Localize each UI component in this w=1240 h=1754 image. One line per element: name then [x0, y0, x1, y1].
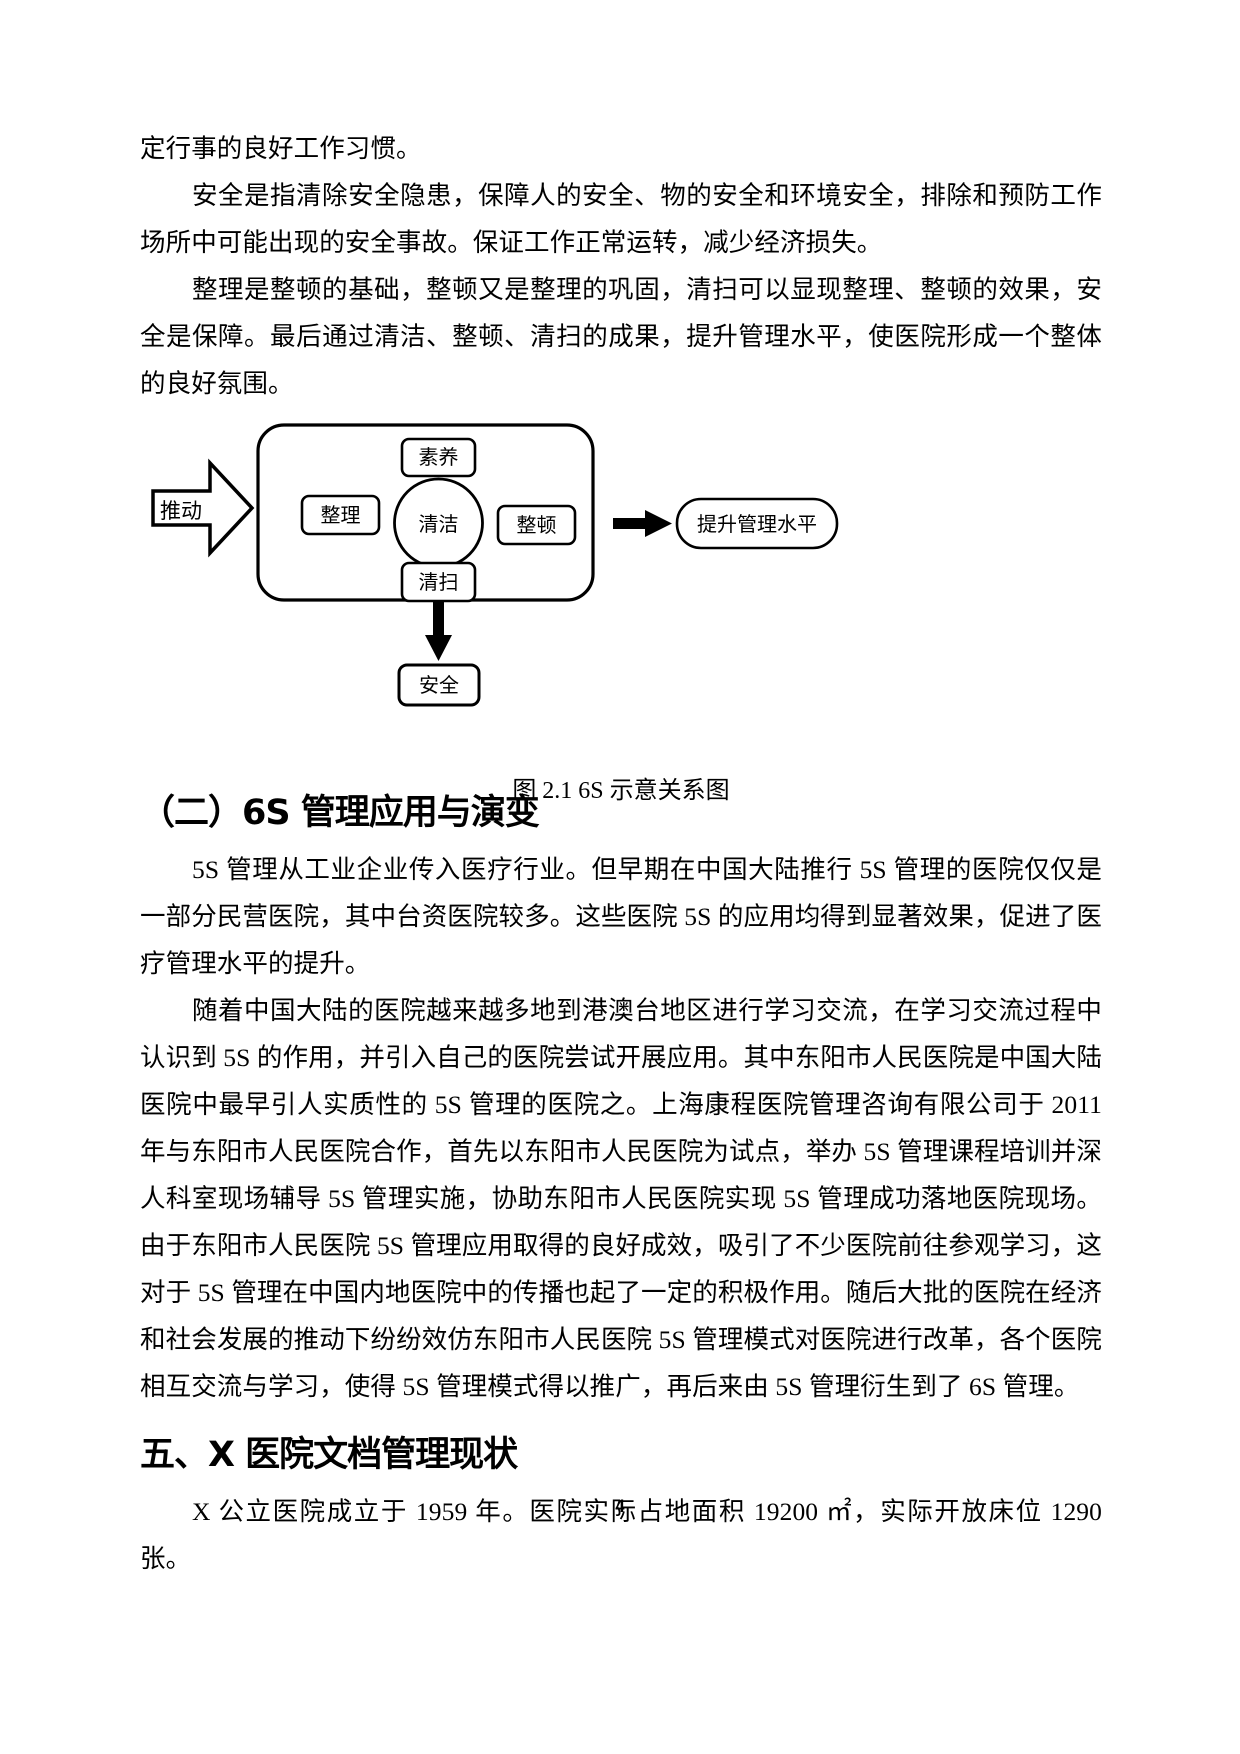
box-seiri-label: 整理	[321, 503, 361, 527]
box-safety-label: 安全	[419, 673, 459, 697]
paragraph-5s-intro: 5S 管理从工业企业传入医疗行业。但早期在中国大陆推行 5S 管理的医院仅仅是一…	[140, 855, 1102, 978]
heading-section-five: 五、X 医院文档管理现状	[140, 1435, 518, 1475]
page-number: 4	[615, 1496, 625, 1517]
box-seiri-shape	[300, 494, 381, 536]
down-arrow-icon	[425, 600, 452, 661]
box-improve-management-shape	[675, 497, 839, 550]
right-arrow-icon	[613, 510, 672, 537]
paragraph-safety: 安全是指清除安全隐患，保障人的安全、物的安全和环境安全，排除和预防工作场所中可能…	[140, 181, 1102, 257]
paragraph-hospital-status: X 公立医院成立于 1959 年。医院实际占地面积 19200 ㎡，实际开放床位…	[140, 1497, 1102, 1573]
paragraph-5s-spread: 随着中国大陆的医院越来越多地到港澳台地区进行学习交流，在学习交流过程中认识到 5…	[140, 996, 1102, 1401]
box-seiso-label: 清扫	[419, 570, 459, 594]
box-seiton-shape	[496, 504, 577, 546]
page-content: 定行事的良好工作习惯。 安全是指清除安全隐患，保障人的安全、物的安全和环境安全，…	[140, 125, 1102, 1582]
figure-caption: 图 2.1 6S 示意关系图	[512, 778, 730, 804]
figure-6s-svg: 推动 素养 清洁 整理	[151, 423, 839, 707]
box-improve-management-label: 提升管理水平	[697, 512, 817, 536]
push-arrow-label: 推动	[160, 499, 202, 523]
box-safety-shape	[397, 663, 481, 707]
paragraph-habit: 定行事的良好工作习惯。	[140, 134, 422, 163]
circle-cleanliness-label: 清洁	[419, 512, 459, 536]
box-shitsuke-shape	[400, 437, 477, 478]
push-arrow-shape	[151, 458, 255, 558]
paragraph-organize: 整理是整顿的基础，整顿又是整理的巩固，清扫可以显现整理、整顿的效果，安全是保障。…	[140, 275, 1102, 398]
figure-6s-relationship: 推动 素养 清洁 整理	[140, 423, 1102, 804]
box-shitsuke-label: 素养	[419, 445, 459, 469]
heading-section-two: （二）6S 管理应用与演变	[140, 793, 540, 833]
box-seiton-label: 整顿	[517, 513, 557, 537]
